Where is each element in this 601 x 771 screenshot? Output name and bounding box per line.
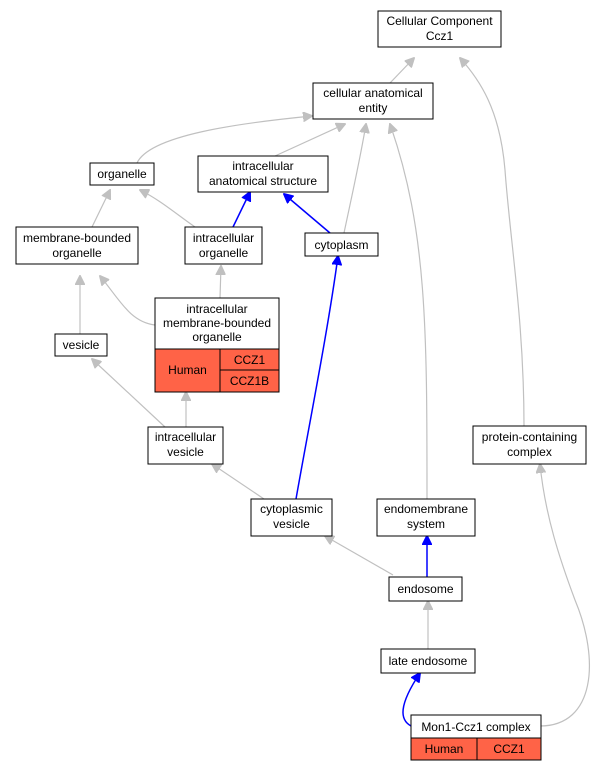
node-intracellular-membrane-bounded-organelle: intracellular membrane-bounded organelle…: [154, 297, 280, 393]
edge-cae-to-cc: [389, 58, 414, 84]
node-label-line: organelle: [192, 330, 242, 344]
edge-endosome-to-cv: [325, 536, 394, 576]
node-label-line: membrane-bounded: [163, 316, 271, 330]
node-vesicle: vesicle: [54, 333, 108, 357]
edge-pcc-to-cc: [460, 58, 525, 427]
node-cellular-component: Cellular Component Ccz1: [377, 10, 502, 48]
node-label-line: anatomical structure: [209, 174, 317, 188]
annotation-gene-cell: [476, 737, 542, 761]
node-label-line: cytoplasmic: [260, 502, 323, 516]
node-label-line: system: [407, 517, 445, 531]
annotation-gene: CCZ1B: [230, 374, 269, 388]
node-label-line: vesicle: [63, 338, 100, 352]
node-label-line: late endosome: [389, 654, 468, 668]
node-intracellular-vesicle: intracellular vesicle: [147, 426, 224, 465]
annotation-species: Human: [425, 742, 464, 756]
edge-imbo-to-mbo: [100, 276, 156, 326]
node-label-line: Cellular Component: [386, 14, 493, 28]
node-intracellular-anatomical-structure: intracellular anatomical structure: [197, 155, 329, 193]
node-label-line: vesicle: [273, 517, 310, 531]
node-cellular-anatomical-entity: cellular anatomical entity: [312, 82, 434, 120]
node-label-line: intracellular: [232, 159, 293, 173]
node-label-line: protein-containing: [482, 430, 577, 444]
edge-ias-to-cae: [274, 124, 345, 157]
node-membrane-bounded-organelle: membrane-bounded organelle: [15, 226, 139, 265]
edge-io-to-organelle: [140, 190, 196, 228]
node-label-line: intracellular: [186, 302, 247, 316]
node-label-line: intracellular: [193, 231, 254, 245]
edge-cytoplasm-to-ias: [284, 194, 331, 234]
node-cytoplasm: cytoplasm: [304, 232, 379, 257]
node-mon1-ccz1-complex: Mon1-Ccz1 complex Human CCZ1: [410, 714, 542, 761]
annotation-gene: CCZ1: [234, 353, 266, 367]
edge-iv-to-vesicle: [92, 359, 166, 428]
edge-mon1-to-le: [402, 673, 420, 727]
annotation-gene-cell: [219, 369, 280, 393]
node-late-endosome: late endosome: [380, 648, 476, 674]
node-label-line: Mon1-Ccz1 complex: [421, 720, 530, 734]
node-label-line: complex: [507, 445, 552, 459]
edges: [80, 58, 590, 727]
node-label-line: cellular anatomical: [323, 86, 422, 100]
annotation-species: Human: [168, 363, 207, 377]
node-label-line: organelle: [52, 246, 102, 260]
edge-cv-to-cytoplasm: [295, 256, 338, 500]
node-organelle: organelle: [89, 162, 155, 186]
node-protein-containing-complex: protein-containing complex: [472, 425, 587, 465]
node-label-line: intracellular: [155, 430, 216, 444]
edge-organelle-to-cae: [136, 116, 312, 164]
node-label-line: Ccz1: [426, 29, 454, 43]
annotation-gene: CCZ1: [493, 742, 525, 756]
edge-io-to-ias: [232, 192, 250, 228]
node-label-line: organelle: [199, 246, 249, 260]
node-intracellular-organelle: intracellular organelle: [184, 226, 263, 265]
node-label-line: cytoplasm: [314, 238, 368, 252]
node-label-line: endomembrane: [384, 502, 468, 516]
node-endosome: endosome: [388, 576, 463, 602]
node-label-line: endosome: [397, 582, 453, 596]
edge-mon1-to-pcc: [540, 464, 590, 727]
edge-cv-to-iv: [212, 464, 265, 500]
edge-mbo-to-organelle: [91, 190, 110, 228]
node-label-line: membrane-bounded: [23, 231, 131, 245]
node-label-line: organelle: [97, 167, 147, 181]
node-cytoplasmic-vesicle: cytoplasmic vesicle: [250, 498, 333, 537]
node-label-line: entity: [359, 101, 388, 115]
node-endomembrane-system: endomembrane system: [376, 498, 476, 537]
node-label-line: vesicle: [167, 445, 204, 459]
edge-imbo-to-io: [220, 266, 221, 299]
edge-cytoplasm-to-cae: [343, 124, 366, 234]
edge-ems-to-cae: [390, 124, 428, 500]
